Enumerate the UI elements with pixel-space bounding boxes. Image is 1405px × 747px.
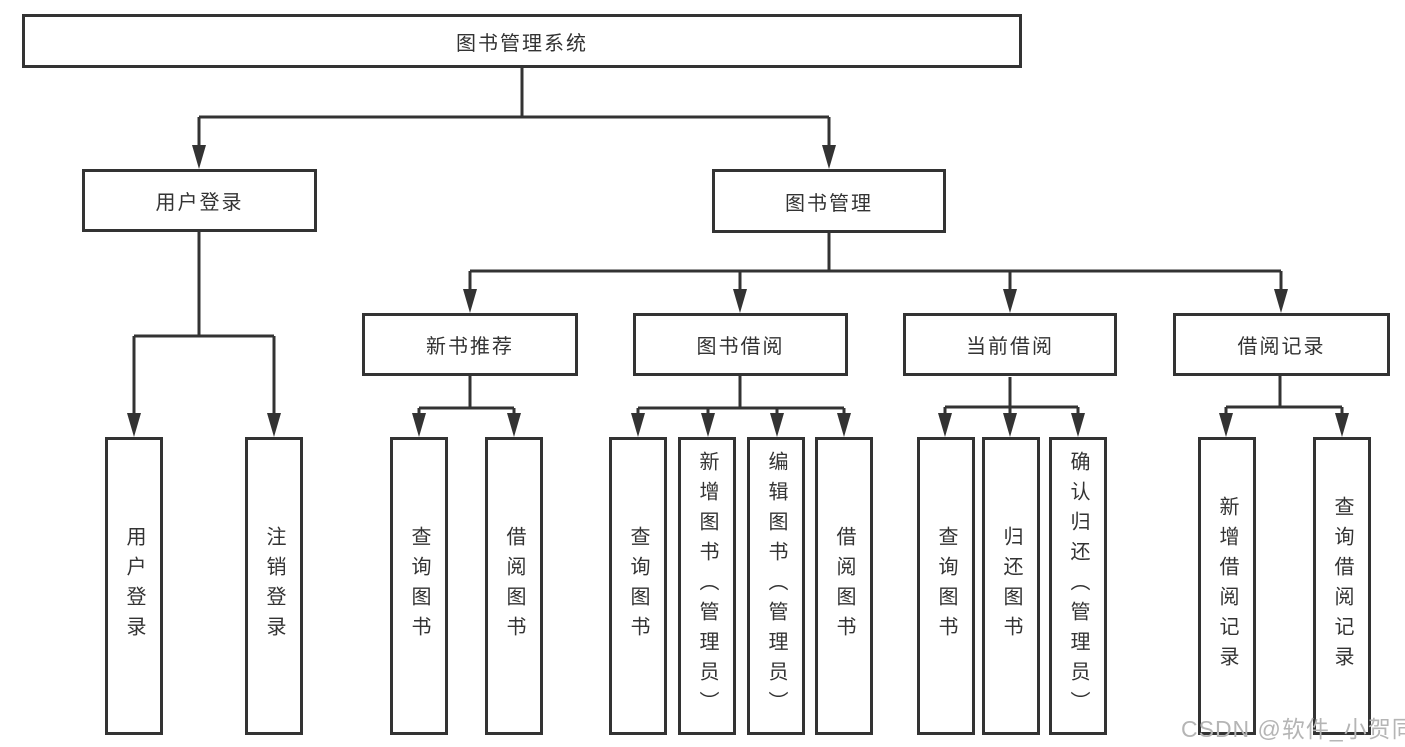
- node-user-login: 用户登录: [82, 169, 317, 232]
- csdn-watermark: CSDN @软件_小贺同学: [1181, 716, 1405, 742]
- leaf-query-books-recommendation: 查询图书: [390, 437, 448, 735]
- leaf-borrow-books-recommendation: 借阅图书: [485, 437, 543, 735]
- leaf-query-books-current: 查询图书: [917, 437, 975, 735]
- node-book-management: 图书管理: [712, 169, 946, 233]
- leaf-confirm-return-admin: 确认归还（管理员）: [1049, 437, 1107, 735]
- leaf-borrow-books-borrowing: 借阅图书: [815, 437, 873, 735]
- node-current-borrowing: 当前借阅: [903, 313, 1117, 376]
- node-new-book-recommendation: 新书推荐: [362, 313, 578, 376]
- leaf-return-books: 归还图书: [982, 437, 1040, 735]
- leaf-logout: 注销登录: [245, 437, 303, 735]
- leaf-user-login: 用户登录: [105, 437, 163, 735]
- node-root-system: 图书管理系统: [22, 14, 1022, 68]
- leaf-edit-books-admin: 编辑图书（管理员）: [747, 437, 805, 735]
- node-borrowing-records: 借阅记录: [1173, 313, 1390, 376]
- leaf-query-books-borrowing: 查询图书: [609, 437, 667, 735]
- node-book-borrowing: 图书借阅: [633, 313, 848, 376]
- leaf-add-books-admin: 新增图书（管理员）: [678, 437, 736, 735]
- leaf-add-borrow-record: 新增借阅记录: [1198, 437, 1256, 735]
- leaf-query-borrow-record: 查询借阅记录: [1313, 437, 1371, 735]
